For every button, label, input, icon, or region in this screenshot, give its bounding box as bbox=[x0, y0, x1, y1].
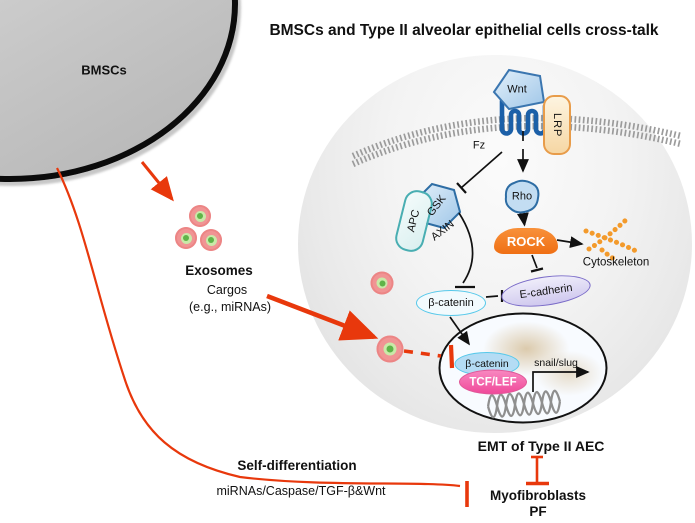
tcf-lef-node: TCF/LEF bbox=[459, 369, 527, 395]
exosome-vesicle bbox=[189, 205, 211, 227]
exosomes-label: Exosomes bbox=[185, 263, 253, 279]
rho-blob-glyph bbox=[504, 179, 540, 214]
apc-label: APC bbox=[405, 208, 423, 234]
emt-label: EMT of Type II AEC bbox=[477, 437, 605, 454]
e-cadherin-label: E-cadherin bbox=[518, 281, 574, 301]
lrp-label: LRP bbox=[551, 112, 563, 138]
tcf-lef-label: TCF/LEF bbox=[469, 376, 517, 388]
self-differentiation-mediators-label: miRNAs/Caspase/TGF-β&Wnt bbox=[216, 483, 386, 498]
cargos-mirnas-label: (e.g., miRNAs) bbox=[189, 299, 271, 314]
self-differentiation-label: Self-differentiation bbox=[237, 458, 357, 474]
exosome-vesicle-intracellular bbox=[370, 271, 394, 295]
rock-label: ROCK bbox=[506, 233, 546, 249]
rock-node: ROCK bbox=[494, 228, 558, 254]
cytoskeleton-icon bbox=[583, 216, 639, 264]
beta-catenin-cytoplasm-node: β-catenin bbox=[416, 290, 486, 316]
beta-catenin-nucleus-label: β-catenin bbox=[465, 358, 509, 370]
plasma-membrane bbox=[351, 114, 682, 167]
wnt-pentagon-glyph bbox=[492, 68, 546, 111]
wnt-label: Wnt bbox=[507, 83, 527, 96]
exosome-vesicle-intracellular bbox=[376, 335, 404, 363]
myofibroblasts-label: Myofibroblasts bbox=[489, 488, 587, 504]
fz-label: Fz bbox=[472, 139, 486, 152]
dna-helix-icon bbox=[486, 389, 562, 419]
lrp-node: LRP bbox=[543, 95, 571, 155]
cytoskeleton-label: Cytoskeleton bbox=[582, 256, 650, 269]
rho-label: Rho bbox=[511, 190, 533, 203]
bmsc-cell-label: BMSCs bbox=[81, 62, 127, 78]
snail-slug-label: snail/slug bbox=[534, 356, 578, 369]
diagram-title: BMSCs and Type II alveolar epithelial ce… bbox=[269, 22, 659, 40]
exosome-vesicle bbox=[200, 229, 222, 251]
red-connectors bbox=[56, 161, 549, 507]
beta-catenin-cytoplasm-label: β-catenin bbox=[428, 297, 474, 309]
exosome-vesicle bbox=[175, 227, 197, 249]
pf-label: PF bbox=[529, 504, 547, 520]
cargos-label: Cargos bbox=[206, 282, 248, 297]
